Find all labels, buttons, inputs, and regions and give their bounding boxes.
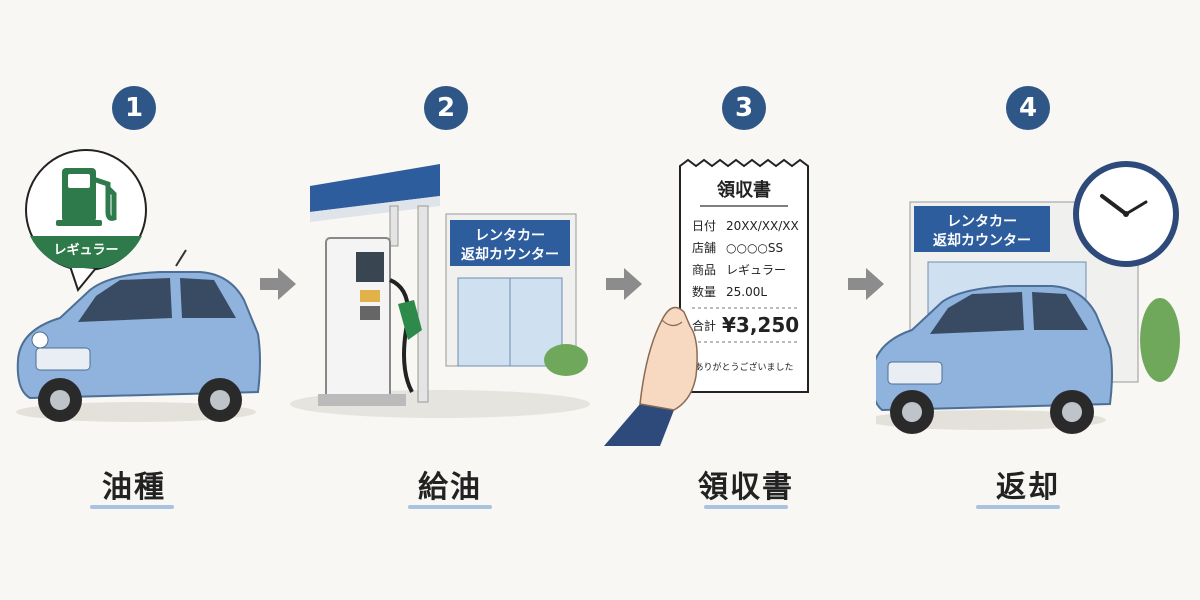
arrow-right-icon: [848, 268, 884, 300]
sign-line-2: 返却カウンター: [461, 246, 559, 263]
car-icon: [16, 249, 261, 422]
receipt-row-label: 数量: [692, 284, 716, 299]
step-number: 4: [1006, 86, 1050, 130]
sign-line-1: レンタカー: [475, 228, 545, 244]
receipt-row-value: 25.00L: [726, 285, 767, 299]
arrow-right-icon: [260, 268, 296, 300]
receipt-thanks: ありがとうございました: [694, 361, 793, 373]
step-underline: [976, 505, 1060, 509]
step-underline: [704, 505, 788, 509]
step-label: 油種: [102, 470, 166, 505]
step-2: 2 レンタカー 返却カウンター 給油: [290, 0, 590, 600]
receipt-row-value: ○○○○SS: [726, 241, 783, 255]
step-number: 2: [424, 86, 468, 130]
step-underline: [408, 505, 492, 509]
receipt-total-label: 合計: [692, 318, 716, 333]
gas-station-canopy: [310, 164, 440, 403]
step-number: 1: [112, 86, 156, 130]
hand-icon: [604, 306, 698, 446]
receipt-row-label: 店舗: [692, 241, 716, 255]
sign-line-2: 返却カウンター: [933, 232, 1031, 249]
sign-line-1: レンタカー: [947, 214, 1017, 230]
car-icon: [876, 285, 1113, 434]
step-label: 領収書: [698, 470, 794, 505]
step-4: 4 レンタカー 返却カウンター 返却: [876, 0, 1180, 600]
arrow-right-icon: [606, 268, 642, 300]
receipt-illustration: 領収書 日付 20XX/XX/XX 店舗 ○○○○SS 商品 レギュラー 数量 …: [604, 158, 809, 446]
receipt-total-value: ¥3,250: [722, 313, 799, 337]
step-label: 返却: [996, 470, 1060, 505]
car-return-illustration: レンタカー 返却カウンター: [876, 161, 1180, 434]
receipt-row-value: レギュラー: [726, 263, 786, 277]
fuel-pump-icon: [56, 168, 117, 226]
receipt-row-label: 日付: [692, 219, 716, 233]
rental-counter-building: レンタカー 返却カウンター: [445, 213, 588, 376]
receipt-row-label: 商品: [692, 262, 716, 277]
clock-icon: [1073, 161, 1179, 267]
fuel-type-badge-text: レギュラー: [53, 242, 118, 258]
step-label: 給油: [418, 470, 482, 505]
receipt-row-value: 20XX/XX/XX: [726, 219, 799, 233]
step-underline: [90, 505, 174, 509]
receipt-paper: 領収書 日付 20XX/XX/XX 店舗 ○○○○SS 商品 レギュラー 数量 …: [679, 158, 809, 393]
gas-station-illustration: レンタカー 返却カウンター: [290, 164, 590, 418]
fuel-type-bubble: レギュラー: [25, 149, 147, 293]
step-1: 1 レギュラー 油種: [0, 0, 300, 600]
step-number: 3: [722, 86, 766, 130]
step-3: 3 領収書 日付 20XX/XX/XX 店舗 ○○○○SS 商品 レギュラー 数…: [600, 0, 900, 600]
car-with-fuel-badge-illustration: レギュラー: [16, 149, 261, 422]
fuel-pump-icon: [318, 237, 422, 406]
receipt-title: 領収書: [717, 179, 771, 201]
